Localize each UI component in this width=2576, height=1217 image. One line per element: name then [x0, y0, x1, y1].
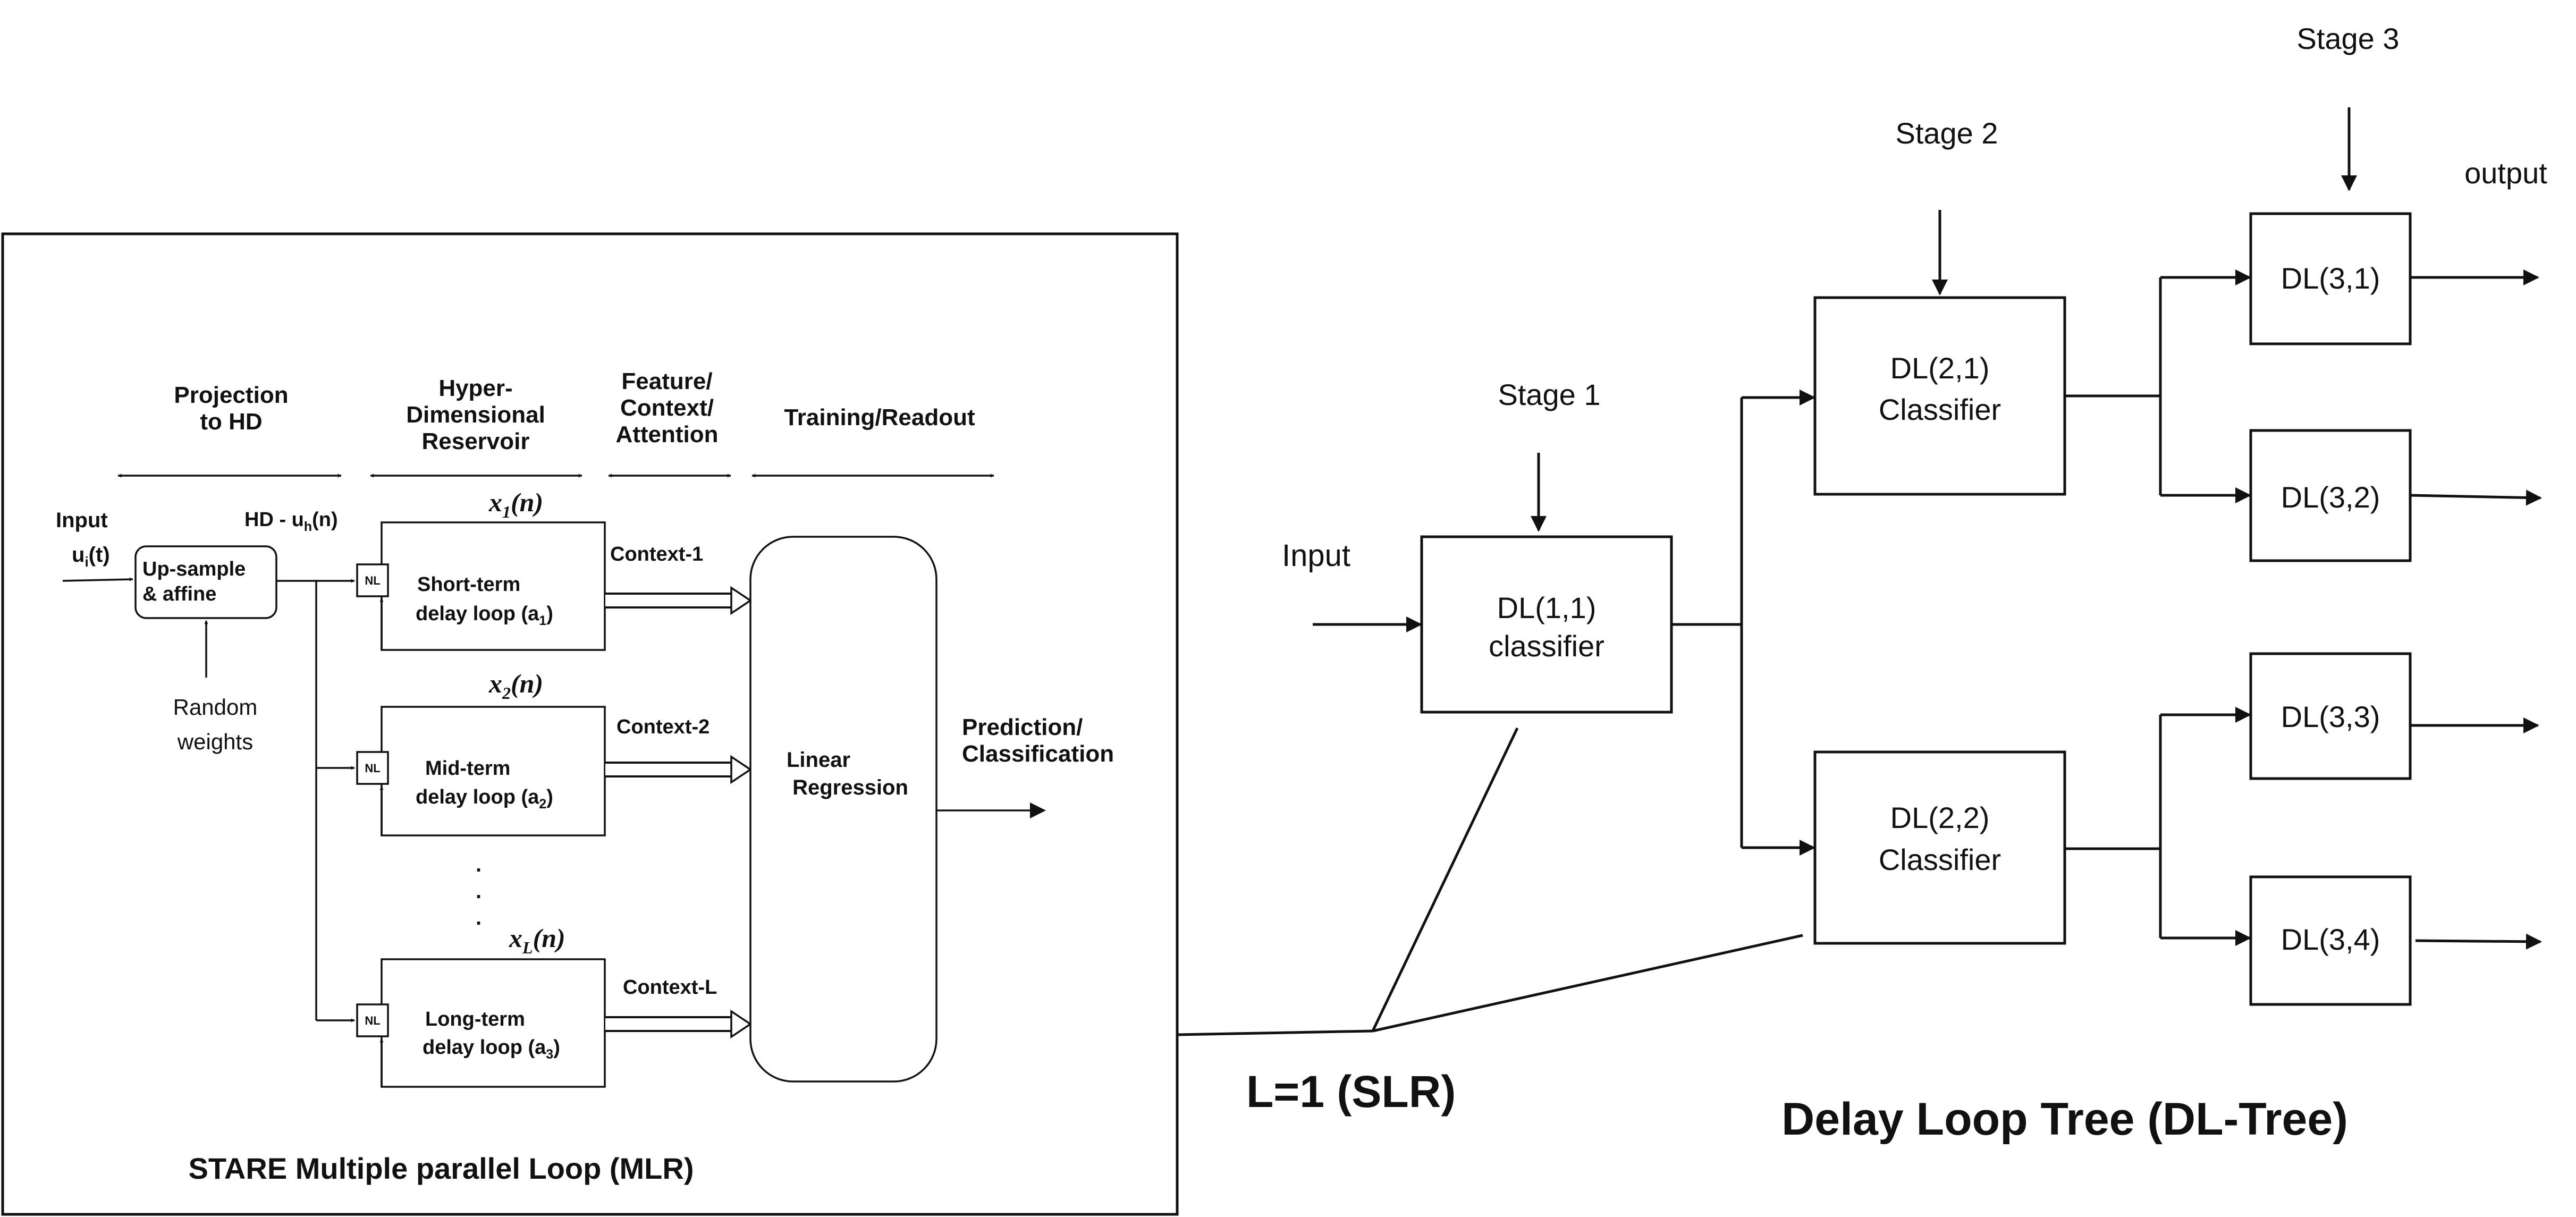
loop2-block	[381, 706, 606, 836]
dl-2-1-line1: DL(2,1)	[1890, 351, 1990, 385]
dl-2-1-split-connectors	[2065, 269, 2251, 503]
mlr-input-arrow	[62, 577, 133, 582]
loop1-name-line1: Short-term	[417, 573, 520, 596]
loop1-state-label: x1(n)	[488, 487, 543, 521]
header-training: Training/Readout	[784, 404, 975, 430]
stage3-label: Stage 3	[2296, 22, 2399, 55]
hd-signal-label: HD - uh(n)	[244, 509, 338, 534]
loopL-name-line2: delay loop (a3)	[423, 1036, 560, 1062]
loop2-name-line1: Mid-term	[425, 757, 510, 780]
loop2-name-line2: delay loop (a2)	[416, 786, 553, 812]
dl-2-1-line2: Classifier	[1879, 393, 2001, 426]
mlr-headers: Projection to HD Hyper- Dimensional Rese…	[174, 368, 975, 454]
slr-connector-lines	[1177, 727, 1803, 1036]
dl-3-1-block	[2249, 212, 2412, 345]
header-projection-line1: Projection	[174, 382, 288, 408]
linear-regression-block	[749, 536, 938, 1083]
dl-3-4-block	[2249, 875, 2412, 1006]
dl-2-1-classifier	[1813, 296, 2066, 496]
header-feature-line2: Context/	[620, 395, 714, 421]
contextL-arrow-head	[730, 1009, 753, 1039]
mlr-title: STARE Multiple parallel Loop (MLR)	[189, 1152, 694, 1185]
delay-loop-2: x2(n) NL Mid-term delay loop (a2) Contex…	[356, 669, 753, 836]
dl-2-2-line1: DL(2,2)	[1890, 801, 1990, 834]
dl-3-3-block	[2249, 652, 2412, 780]
context2-label: Context-2	[616, 716, 710, 738]
dl-1-1-classifier	[1420, 535, 1673, 714]
loop2-nl-block	[356, 751, 389, 785]
loop-ellipsis: . . .	[476, 853, 482, 929]
prediction-label-line2: Classification	[962, 741, 1114, 767]
mlr-input-label: Input	[56, 509, 108, 532]
loop1-nl-block	[356, 563, 389, 597]
header-reservoir-line1: Hyper-	[438, 375, 512, 401]
header-projection-line2: to HD	[200, 409, 262, 435]
loop1-nl-label: NL	[365, 574, 380, 587]
dl-tree-title: Delay Loop Tree (DL-Tree)	[1781, 1094, 2348, 1145]
regression-label-line1: Linear	[787, 748, 850, 772]
dl-3-3-label: DL(3,3)	[2281, 700, 2380, 733]
context1-arrow-head	[730, 586, 753, 615]
svg-text:.: .	[476, 853, 482, 876]
regression-label-line2: Regression	[792, 776, 908, 799]
loop1-block	[381, 521, 606, 651]
stage2-label: Stage 2	[1895, 116, 1998, 150]
upsample-affine-block	[134, 545, 277, 619]
tree-output-label: output	[2464, 156, 2547, 190]
dl-3-2-label: DL(3,2)	[2281, 480, 2380, 514]
dl-3-2-block	[2249, 429, 2412, 562]
dl-3-2-output-arrow	[2410, 489, 2542, 506]
mlr-input-signal: ui(t)	[72, 543, 110, 570]
loop1-name-line2: delay loop (a1)	[416, 603, 553, 628]
svg-text:.: .	[476, 906, 482, 929]
dl-1-1-line1: DL(1,1)	[1497, 591, 1597, 624]
dl-2-2-line2: Classifier	[1879, 843, 2001, 876]
delay-loop-L: xL(n) NL Long-term delay loop (a3) Conte…	[356, 923, 753, 1088]
delay-loop-1: x1(n) NL Short-term delay loop (a1) Cont…	[356, 487, 753, 651]
prediction-label-line1: Prediction/	[962, 714, 1083, 740]
stage1-label: Stage 1	[1498, 378, 1600, 411]
loopL-nl-label: NL	[365, 1014, 380, 1027]
header-feature-line1: Feature/	[621, 368, 712, 394]
root-split-connectors	[1671, 390, 1815, 856]
context1-label: Context-1	[610, 543, 703, 565]
header-reservoir-line2: Dimensional	[406, 402, 545, 428]
context2-arrow-head	[730, 755, 753, 784]
loop2-nl-label: NL	[365, 762, 380, 775]
loop2-state-label: x2(n)	[488, 669, 543, 703]
header-reservoir-line3: Reservoir	[421, 428, 529, 454]
random-weights-line1: Random	[173, 695, 258, 720]
random-weights-line2: weights	[177, 729, 253, 754]
dl-3-4-output-arrow	[2415, 933, 2542, 950]
upsample-label-line2: & affine	[142, 583, 216, 605]
dl-2-2-split-connectors	[2065, 707, 2251, 946]
dl-1-1-line2: classifier	[1489, 629, 1604, 663]
hd-fanout-bus	[276, 579, 355, 1022]
header-feature-line3: Attention	[615, 421, 718, 447]
slr-label: L=1 (SLR)	[1246, 1067, 1456, 1117]
loopL-nl-block	[356, 1003, 389, 1037]
dl-3-1-label: DL(3,1)	[2281, 261, 2380, 295]
contextL-label: Context-L	[623, 976, 717, 999]
tree-input-label: Input	[1282, 538, 1350, 573]
dl-3-4-label: DL(3,4)	[2281, 923, 2380, 956]
loopL-name-line1: Long-term	[425, 1008, 525, 1030]
upsample-label-line1: Up-sample	[142, 558, 246, 580]
svg-text:.: .	[476, 880, 482, 903]
loopL-state-label: xL(n)	[509, 923, 565, 957]
